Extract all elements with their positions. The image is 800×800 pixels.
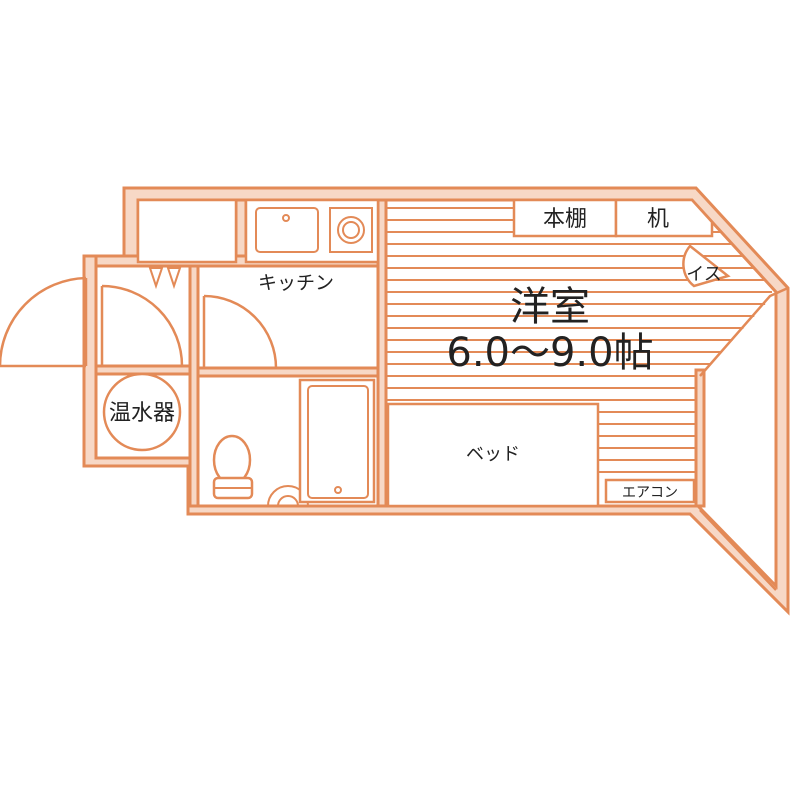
bed: ベッド	[386, 402, 600, 508]
storage-area	[136, 198, 238, 290]
water-heater: 温水器	[102, 372, 182, 452]
bookshelf: 本棚	[512, 198, 618, 238]
entrance-door[interactable]	[0, 276, 88, 368]
kitchen-label: キッチン	[258, 272, 334, 294]
western-room-size: 6.0～9.0帖	[446, 330, 653, 376]
stove-icon	[329, 207, 373, 253]
bathroom-door[interactable]	[202, 294, 278, 369]
chair-label: イス	[686, 264, 721, 285]
balcony	[699, 286, 789, 591]
sink-icon	[255, 207, 319, 253]
western-room-label: 洋室	[510, 284, 590, 330]
bathtub-icon	[298, 378, 376, 504]
bookshelf-label: 本棚	[543, 207, 587, 232]
kitchen-counter	[244, 198, 380, 264]
closet-door[interactable]	[100, 284, 184, 367]
air-conditioner: エアコン	[604, 478, 696, 504]
toilet-icon	[212, 434, 254, 500]
water-heater-label: 温水器	[109, 401, 175, 426]
chair: イス	[682, 244, 731, 288]
bed-label: ベッド	[466, 444, 520, 465]
desk: 机	[614, 198, 714, 238]
desk-label: 机	[647, 207, 669, 232]
aircon-label: エアコン	[622, 485, 678, 501]
